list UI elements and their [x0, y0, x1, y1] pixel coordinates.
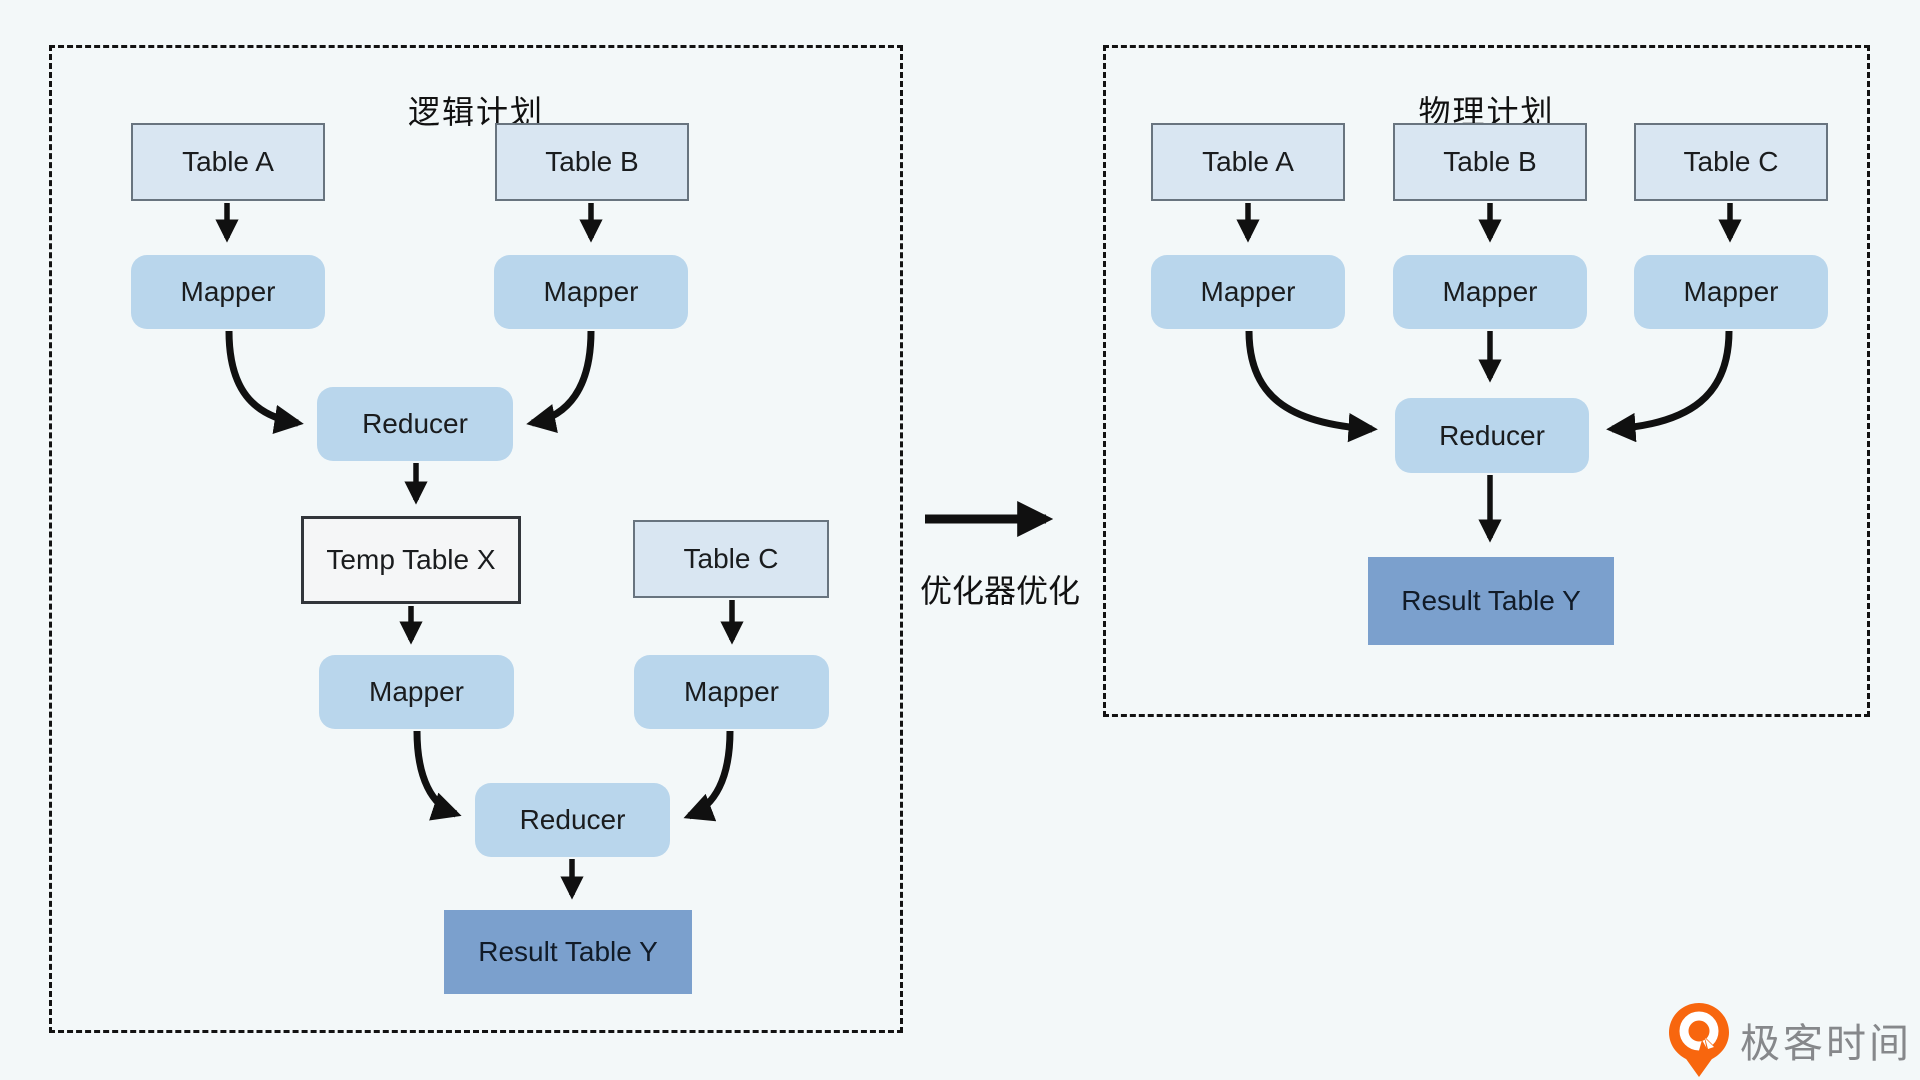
lp-node-mapper-b: Mapper [494, 255, 688, 329]
pp-node-table-c: Table C [1634, 123, 1828, 201]
lp-node-mapper-c: Mapper [319, 655, 514, 729]
pp-node-mapper-a: Mapper [1151, 255, 1345, 329]
pp-node-table-b: Table B [1393, 123, 1587, 201]
pp-node-mapper-b: Mapper [1393, 255, 1587, 329]
lp-node-reducer-2: Reducer [475, 783, 670, 857]
lp-node-result-table-y: Result Table Y [444, 910, 692, 994]
pp-node-result-table-y: Result Table Y [1368, 557, 1614, 645]
lp-node-mapper-a: Mapper [131, 255, 325, 329]
pp-node-reducer: Reducer [1395, 398, 1589, 473]
lp-node-temp-table-x: Temp Table X [301, 516, 521, 604]
lp-node-table-a: Table A [131, 123, 325, 201]
pp-node-table-a: Table A [1151, 123, 1345, 201]
brand-watermark: 极客时间 [1668, 1000, 1920, 1080]
lp-node-table-c: Table C [633, 520, 829, 598]
pp-node-mapper-c: Mapper [1634, 255, 1828, 329]
brand-logo-text: 极客时间 [1740, 1022, 1912, 1066]
lp-node-reducer-1: Reducer [317, 387, 513, 461]
lp-node-mapper-d: Mapper [634, 655, 829, 729]
lp-node-table-b: Table B [495, 123, 689, 201]
logical-plan-panel: 逻辑计划 [49, 45, 903, 1033]
optimizer-label: 优化器优化 [919, 573, 1080, 609]
geektime-pin-icon [1669, 1003, 1729, 1077]
